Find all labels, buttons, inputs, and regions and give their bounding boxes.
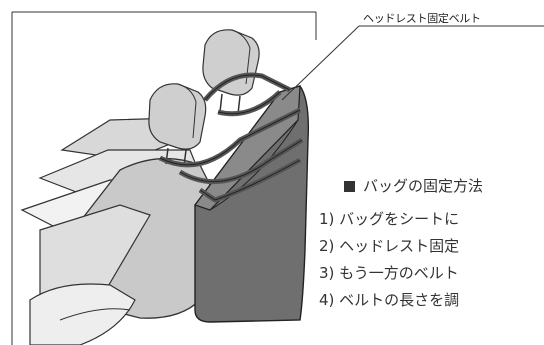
instruction-step-3: 3) もう一方のベルト xyxy=(319,264,459,282)
instructions-heading: バッグの固定方法 xyxy=(344,174,483,198)
callout-leader xyxy=(281,25,544,101)
illustration-frame xyxy=(11,11,317,345)
front-headrest xyxy=(148,83,207,167)
instruction-step-4: 4) ベルトの長さを調 xyxy=(319,291,460,309)
seat-bag xyxy=(194,85,310,323)
instructions: バッグの固定方法 1) バッグをシートに 2) ヘッドレスト固定 3) もう一方… xyxy=(319,174,483,314)
rear-headrest xyxy=(202,29,260,115)
instruction-step-1: 1) バッグをシートに xyxy=(319,210,460,228)
callout-label: ヘッドレスト固定ベルト xyxy=(363,12,481,25)
instructions-heading-text: バッグの固定方法 xyxy=(363,177,484,195)
front-seat xyxy=(29,157,211,345)
headrest-belts xyxy=(158,72,304,203)
instruction-step-2: 2) ヘッドレスト固定 xyxy=(319,237,460,255)
square-bullet-icon xyxy=(344,181,355,192)
